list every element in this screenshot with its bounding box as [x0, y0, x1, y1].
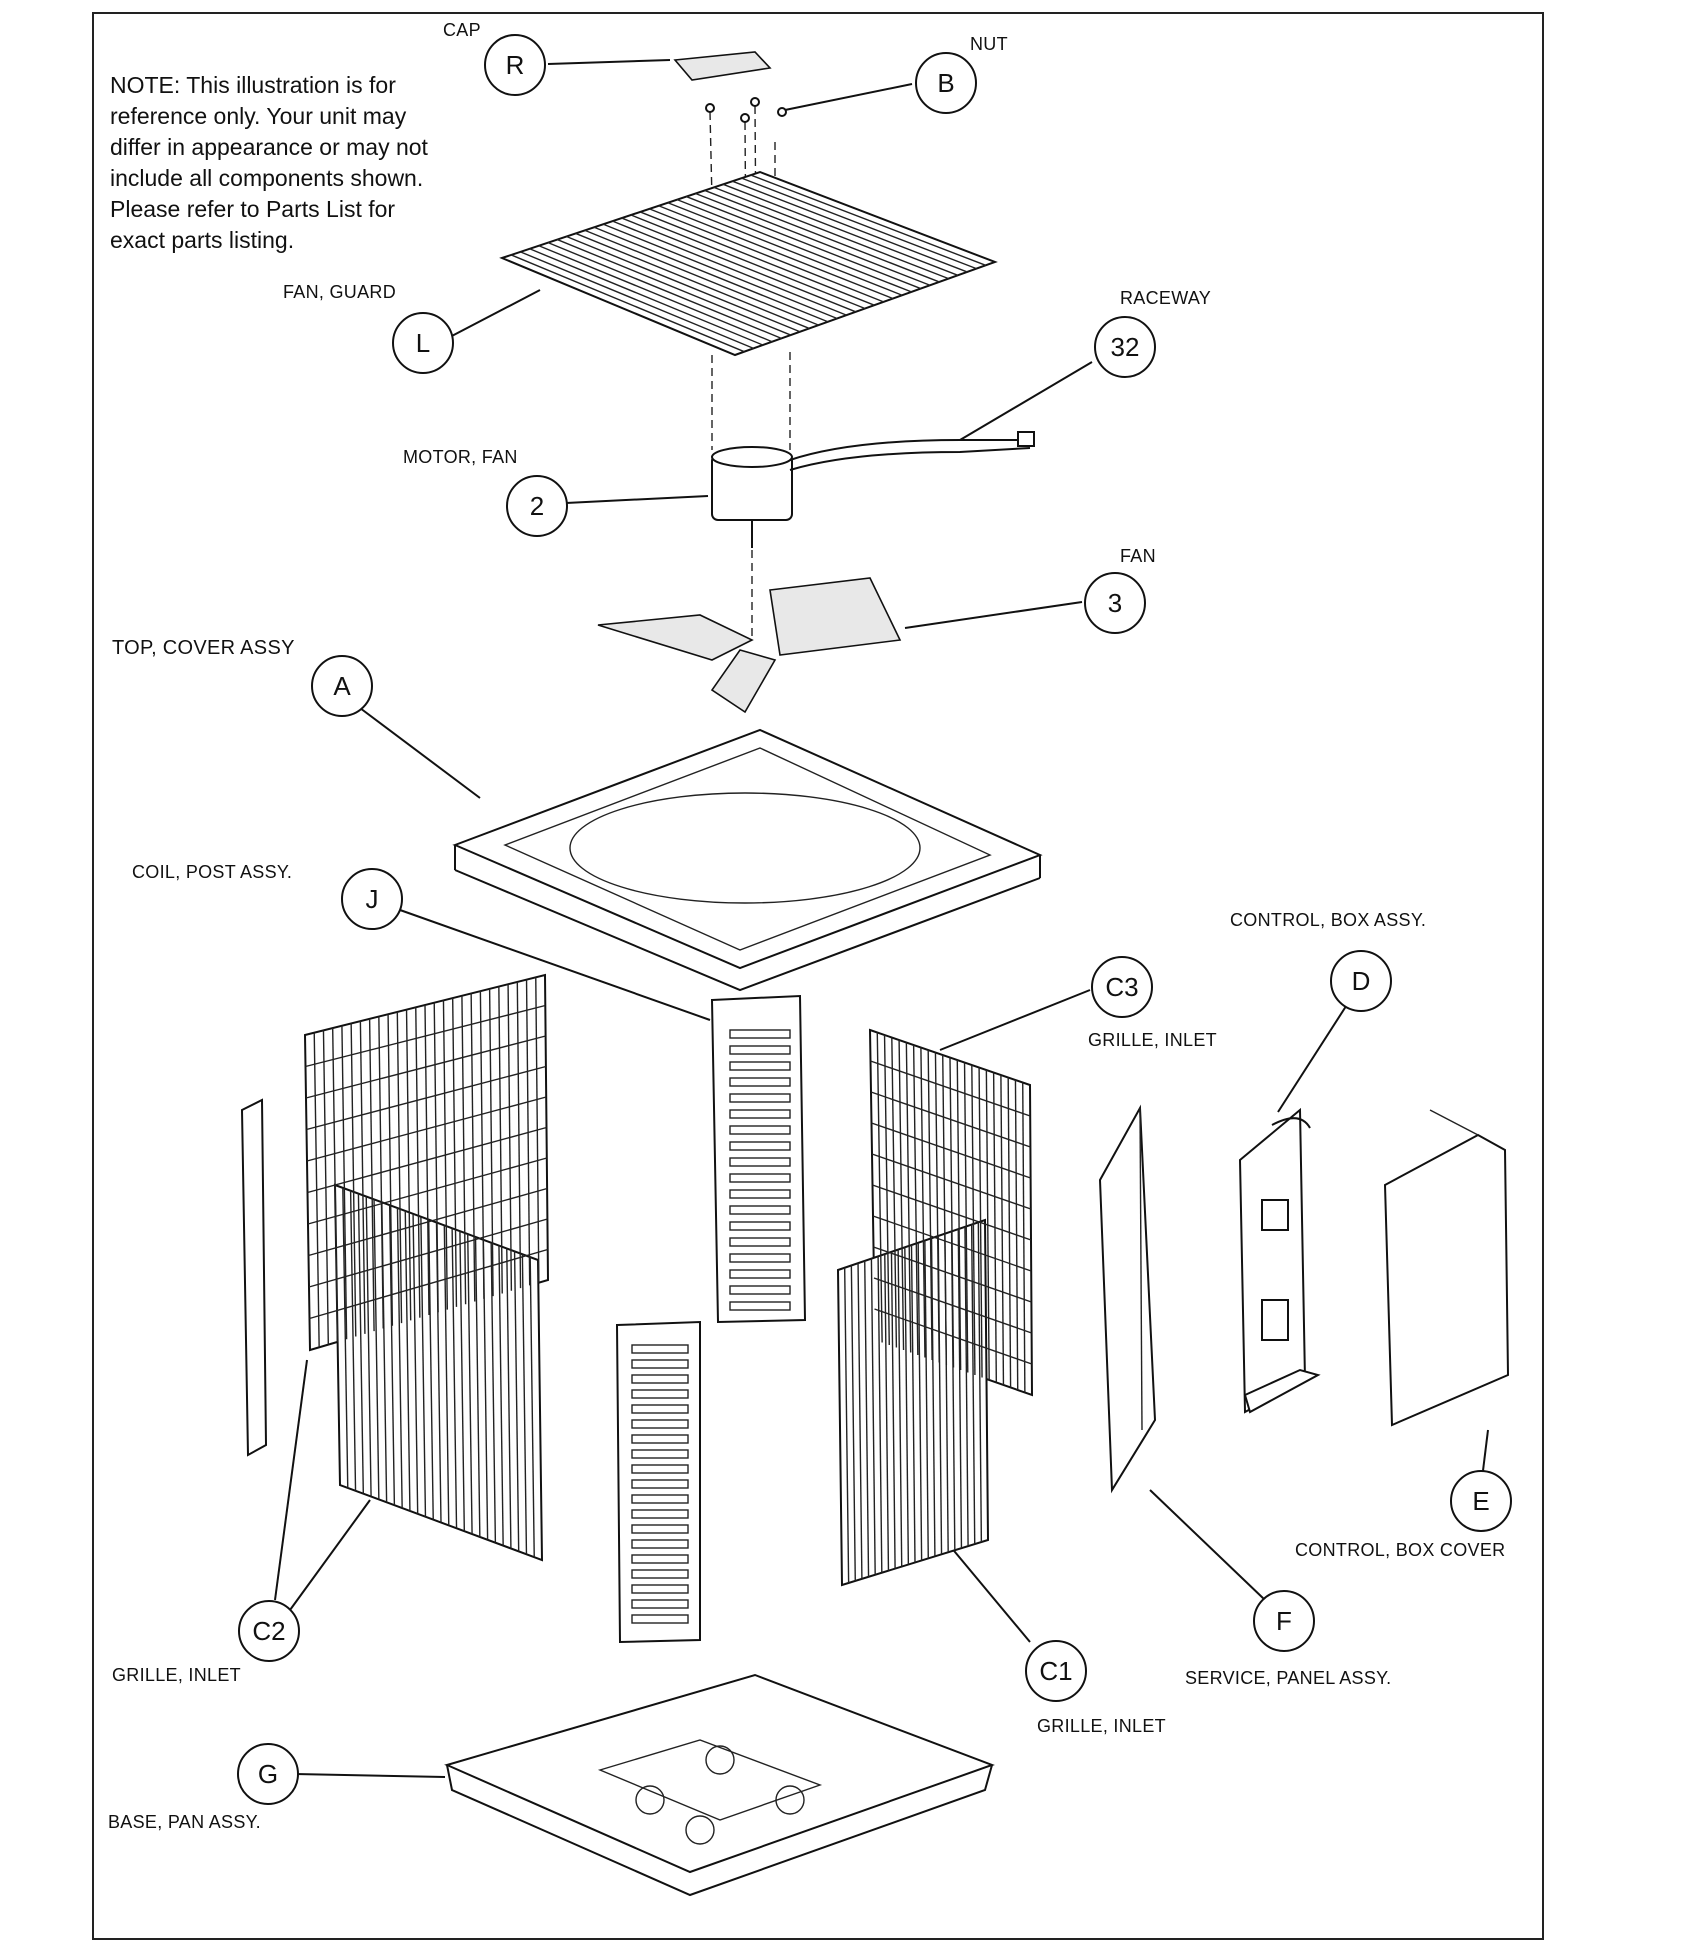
label-base-pan: BASE, PAN ASSY.: [108, 1812, 261, 1832]
callout-c3: C3: [1091, 956, 1153, 1018]
coil-post-part: [710, 994, 807, 1324]
callout-c1: C1: [1025, 1640, 1087, 1702]
callout-e: E: [1450, 1470, 1512, 1532]
label-service-panel: SERVICE, PANEL ASSY.: [1185, 1668, 1392, 1688]
control-box-cover-part: [1383, 1109, 1510, 1427]
label-fan-guard: FAN, GUARD: [283, 282, 397, 302]
label-motor-fan: MOTOR, FAN: [403, 447, 518, 467]
callout-2: 2: [506, 475, 568, 537]
service-panel-part: [1098, 1104, 1157, 1494]
reference-note: NOTE: This illustration is for reference…: [110, 72, 428, 253]
label-coil-post: COIL, POST ASSY.: [132, 862, 293, 882]
left-post-panel-part: [240, 1098, 268, 1457]
label-grille-inlet-c3: GRILLE, INLET: [1088, 1030, 1217, 1050]
label-control-box-cover: CONTROL, BOX COVER: [1295, 1540, 1506, 1560]
c1-c3-grille-part: [836, 1028, 1034, 1587]
label-control-box: CONTROL, BOX ASSY.: [1230, 910, 1427, 930]
label-top-cover: TOP, COVER ASSY: [112, 637, 295, 659]
callout-3: 3: [1084, 572, 1146, 634]
callout-l: L: [392, 312, 454, 374]
control-box-part: [1238, 1107, 1321, 1414]
callout-c2: C2: [238, 1600, 300, 1662]
callout-32: 32: [1094, 316, 1156, 378]
callout-d: D: [1330, 950, 1392, 1012]
diagram-frame: [92, 12, 1544, 1940]
label-nut: NUT: [970, 34, 1008, 54]
label-grille-inlet-c1: GRILLE, INLET: [1037, 1716, 1166, 1736]
callout-r: R: [484, 34, 546, 96]
label-raceway: RACEWAY: [1120, 288, 1212, 308]
callout-a: A: [311, 655, 373, 717]
callout-f: F: [1253, 1590, 1315, 1652]
label-fan: FAN: [1120, 546, 1156, 566]
base-pan-part: [444, 1673, 995, 1897]
fan-part: [597, 550, 902, 714]
fan-guard-part: [499, 170, 998, 357]
leader-lines: [274, 59, 1489, 1778]
callout-b: B: [915, 52, 977, 114]
callout-g: G: [237, 1743, 299, 1805]
label-grille-inlet-c2: GRILLE, INLET: [112, 1665, 241, 1685]
lower-post-part: [615, 1320, 701, 1644]
cap-part: [673, 51, 772, 81]
callout-j: J: [341, 868, 403, 930]
top-cover-part: [452, 728, 1043, 992]
motor-part: [711, 352, 1035, 548]
label-cap: CAP: [443, 20, 481, 40]
c2-grille-part: [303, 973, 550, 1562]
